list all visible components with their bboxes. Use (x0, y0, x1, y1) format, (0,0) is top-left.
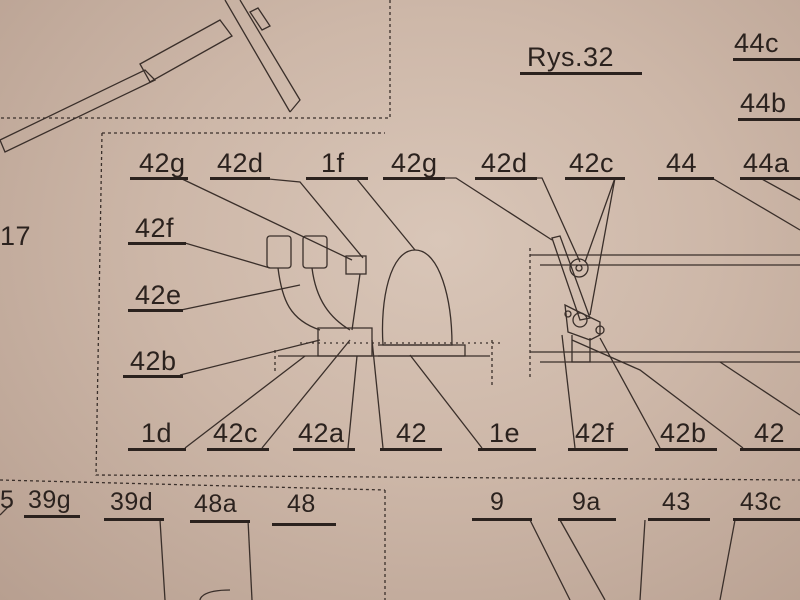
label-42-left: 42 (396, 418, 428, 448)
label-9: 9 (490, 488, 505, 516)
label-42a: 42a (298, 418, 345, 448)
label-42c-top: 42c (569, 148, 615, 178)
label-43c: 43c (740, 488, 782, 516)
pedal-left (266, 235, 292, 269)
label-42f-bottom: 42f (575, 418, 615, 448)
pedal-base (317, 327, 373, 357)
label-42g-right: 42g (391, 148, 438, 178)
inset-dashed-frame (95, 132, 800, 481)
label-1d: 1d (141, 418, 173, 448)
label-42d-right: 42d (481, 148, 528, 178)
label-42f: 42f (135, 213, 175, 243)
label-44: 44 (666, 148, 698, 178)
label-44a: 44a (743, 148, 790, 178)
label-39d: 39d (110, 488, 154, 516)
label-42g: 42g (139, 148, 186, 178)
label-44c: 44c (734, 28, 780, 58)
label-48a: 48a (194, 490, 238, 518)
label-42c-bottom: 42c (213, 418, 259, 448)
label-42b-bottom: 42b (660, 418, 707, 448)
label-9a: 9a (572, 488, 601, 516)
lever-handle (0, 69, 157, 153)
upper-left-dashed-frame (0, 0, 391, 119)
label-42d: 42d (217, 148, 264, 178)
label-17: 17 (0, 221, 32, 251)
figure-title: Rys.32 (527, 42, 615, 72)
pedal-block (345, 255, 367, 275)
label-5: 5 (0, 486, 15, 514)
label-44b: 44b (740, 88, 787, 118)
label-43: 43 (662, 488, 691, 516)
label-39g: 39g (28, 486, 72, 514)
label-1f: 1f (321, 148, 345, 178)
label-42e: 42e (135, 280, 182, 310)
label-48: 48 (287, 490, 316, 518)
label-1e: 1e (489, 418, 521, 448)
label-42b: 42b (130, 346, 177, 376)
label-42-right: 42 (754, 418, 786, 448)
pedal-right (302, 235, 328, 269)
seat-dome (381, 249, 453, 346)
lever-arm (551, 235, 591, 321)
